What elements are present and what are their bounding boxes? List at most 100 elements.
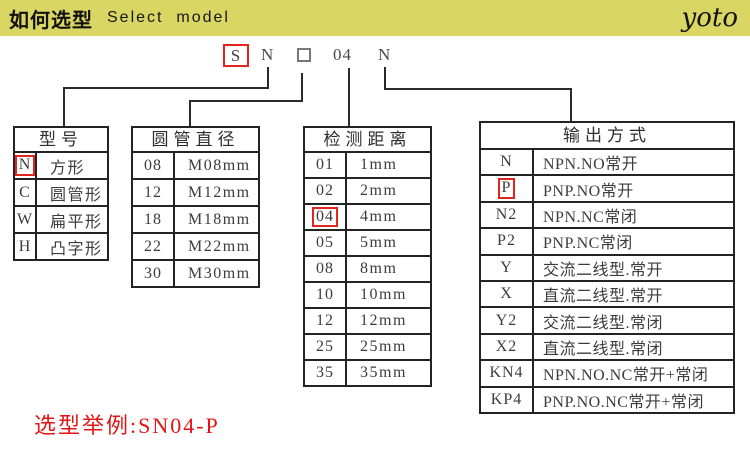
row-desc: 12mm — [360, 312, 407, 329]
row-desc: M22mm — [188, 237, 251, 255]
row-code-cell: W — [15, 207, 37, 232]
row-code-cell: 05 — [305, 231, 347, 255]
row-code-cell: P — [481, 176, 534, 201]
table-row: H 凸字形 — [15, 232, 107, 259]
row-code: 08 — [144, 156, 162, 174]
row-code: H — [18, 237, 32, 255]
row-code-cell: 08 — [305, 257, 347, 281]
row-desc: 1mm — [360, 156, 398, 173]
row-code: N — [500, 153, 513, 171]
row-code: 22 — [144, 237, 162, 255]
row-code-cell: 02 — [305, 179, 347, 203]
row-code-cell: 22 — [133, 234, 175, 259]
row-code: Y — [500, 258, 513, 276]
row-desc: 直流二线型.常闭 — [543, 340, 664, 358]
row-desc: 25mm — [360, 338, 407, 355]
table-title: 圆管直径 — [151, 130, 240, 149]
header-bar: 如何选型 Select model yoto — [0, 0, 750, 36]
row-code: P2 — [497, 232, 516, 250]
table-row: 25 25mm — [305, 333, 430, 359]
row-code: KP4 — [490, 390, 523, 408]
row-code: X — [500, 285, 513, 303]
row-code-cell: Y2 — [481, 308, 534, 333]
brand-logo: yoto — [681, 3, 738, 33]
row-code-cell: KN4 — [481, 361, 534, 386]
row-desc: PNP.NO常开 — [543, 182, 634, 200]
row-code-cell: 12 — [305, 309, 347, 333]
row-code-cell: 25 — [305, 335, 347, 359]
row-code-highlighted: 04 — [312, 206, 338, 228]
row-code-cell: 18 — [133, 207, 175, 232]
row-desc: NPN.NO常开 — [543, 156, 639, 174]
row-code-highlighted: N — [14, 155, 36, 176]
row-desc: NPN.NO.NC常开+常闭 — [543, 367, 709, 385]
row-code-cell: N2 — [481, 202, 534, 228]
row-code: 08 — [316, 260, 334, 277]
table-row: 35 35mm — [305, 359, 430, 385]
row-code-cell: KP4 — [481, 387, 534, 412]
table-row: KN4 NPN.NO.NC常开+常闭 — [481, 359, 733, 386]
table-title: 输出方式 — [563, 126, 651, 145]
table-row: 22 M22mm — [133, 232, 258, 259]
empty-square-icon — [297, 48, 311, 62]
example-text: 选型举例:SN04-P — [34, 413, 220, 438]
row-desc: 凸字形 — [50, 240, 103, 258]
row-code-cell: 10 — [305, 283, 347, 307]
table-row: X 直流二线型.常开 — [481, 279, 733, 307]
row-code: W — [16, 210, 34, 228]
table-title: 型号 — [39, 130, 83, 149]
row-code-cell: C — [15, 180, 37, 205]
table-row: 04 4mm — [305, 203, 430, 229]
page-title-en: Select model — [107, 9, 230, 26]
row-desc: PNP.NC常闭 — [543, 235, 633, 253]
table-row: X2 直流二线型.常闭 — [481, 332, 733, 360]
row-code: 25 — [316, 338, 334, 355]
row-desc: 35mm — [360, 364, 407, 381]
row-code: C — [19, 183, 31, 201]
row-code-cell: 08 — [133, 153, 175, 178]
page-title-cn: 如何选型 — [9, 9, 93, 32]
row-code-cell: N — [481, 150, 534, 175]
row-code: KN4 — [489, 364, 524, 382]
row-desc: 4mm — [360, 208, 398, 225]
table-row: P PNP.NO常开 — [481, 174, 733, 201]
row-code: 12 — [316, 312, 334, 329]
table-title: 检测距离 — [323, 130, 412, 149]
row-code-highlighted: P — [497, 178, 516, 199]
row-desc: 直流二线型.常开 — [543, 288, 664, 306]
row-code-cell: P2 — [481, 229, 534, 254]
row-desc: M18mm — [188, 210, 251, 228]
row-code: 10 — [316, 286, 334, 303]
row-desc: M30mm — [188, 264, 251, 282]
row-code-cell: Y — [481, 255, 534, 280]
row-code: 12 — [144, 183, 162, 201]
row-code: 01 — [316, 156, 334, 173]
row-code: 18 — [144, 210, 162, 228]
table-row: 18 M18mm — [133, 205, 258, 232]
row-code-cell: X2 — [481, 334, 534, 360]
code-segment-series: S — [223, 44, 249, 67]
row-desc: 圆管形 — [50, 186, 103, 204]
row-desc: 10mm — [360, 286, 407, 303]
table-row: 10 10mm — [305, 281, 430, 307]
row-code-cell: 35 — [305, 361, 347, 385]
row-code: 02 — [316, 182, 334, 199]
code-segment-output: N — [378, 45, 392, 64]
row-code-cell: N — [14, 153, 37, 178]
row-code-cell: H — [15, 234, 37, 259]
row-code: 35 — [316, 364, 334, 381]
row-code-cell: X — [481, 281, 534, 307]
